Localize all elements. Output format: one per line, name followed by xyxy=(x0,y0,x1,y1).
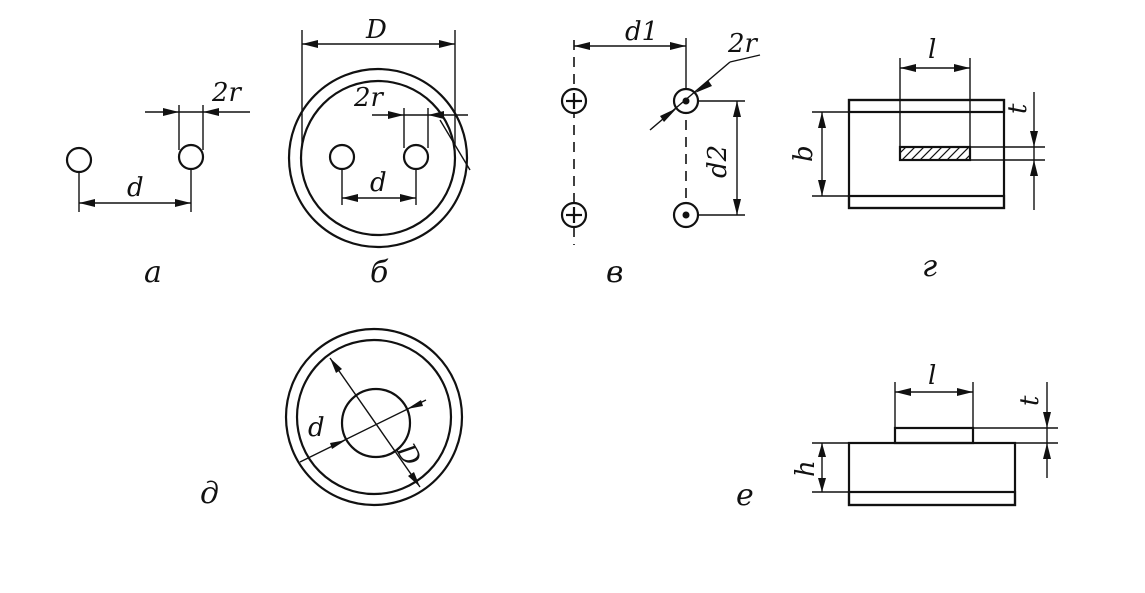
center-strip xyxy=(898,145,972,162)
label-2r: 2r xyxy=(727,29,759,59)
wire-right xyxy=(177,143,205,171)
caption-b: б xyxy=(370,255,389,290)
label-l: l xyxy=(928,361,936,391)
shield-outer xyxy=(287,67,469,249)
label-d2: d2 xyxy=(703,145,733,178)
label-2r: 2r xyxy=(211,78,243,108)
panel-d: D d д xyxy=(200,327,464,511)
microstrip-conductor xyxy=(893,426,975,445)
wire-right xyxy=(402,143,430,171)
ground-plane xyxy=(847,490,1017,507)
caption-d: д xyxy=(200,476,219,511)
label-t: t xyxy=(1003,103,1033,114)
dimension-line-d xyxy=(299,399,427,463)
ground-plane-bottom xyxy=(847,194,1006,210)
label-l: l xyxy=(928,35,936,65)
label-d: d xyxy=(370,168,387,198)
caption-e: е xyxy=(736,478,754,513)
ground-plane-top xyxy=(847,98,1006,114)
panel-b: D d 2r б xyxy=(287,15,471,290)
dimension-line-2r xyxy=(649,61,731,131)
wire-left xyxy=(328,143,356,171)
outer-conductor-outer xyxy=(284,327,464,507)
panel-v: d1 2r d2 в xyxy=(560,17,761,290)
label-h: h xyxy=(791,460,821,477)
wire-left xyxy=(65,146,93,174)
label-b: b xyxy=(789,145,819,162)
outer-conductor-inner xyxy=(295,338,453,496)
label-d: d xyxy=(308,413,325,443)
label-2r: 2r xyxy=(353,83,385,113)
label-d1: d1 xyxy=(625,17,658,47)
label-t: t xyxy=(1015,395,1045,406)
caption-g: г xyxy=(922,249,937,284)
label-d: d xyxy=(127,173,144,203)
dimension-line-D xyxy=(329,357,421,488)
panel-a: d 2r а xyxy=(65,78,250,290)
panel-g: l b t г xyxy=(789,35,1045,284)
label-D: D xyxy=(389,438,426,472)
substrate xyxy=(847,441,1017,507)
caption-a: а xyxy=(144,255,162,290)
inner-conductor xyxy=(340,387,412,459)
caption-v: в xyxy=(606,255,623,290)
shield-inner xyxy=(299,79,457,237)
panel-e: l h t е xyxy=(736,361,1058,513)
label-D: D xyxy=(365,15,387,45)
